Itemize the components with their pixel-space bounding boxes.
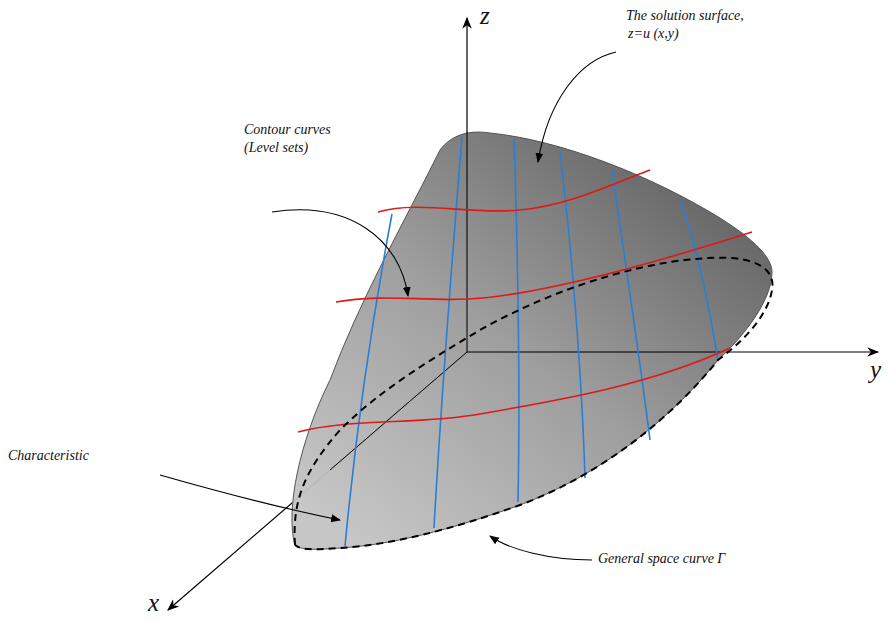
- axis-label: y: [870, 356, 881, 384]
- contour-curves: [298, 170, 752, 432]
- annotation: Characteristic: [8, 448, 89, 464]
- solution-surface: [292, 132, 772, 549]
- leader-line: [538, 52, 616, 162]
- z-axis: [466, 18, 467, 352]
- axis-label: x: [148, 589, 159, 617]
- x-axis-inner: [330, 352, 467, 470]
- leader-line: [160, 475, 340, 520]
- leader-line: [272, 210, 408, 296]
- annotation: General space curve Γ: [598, 551, 725, 567]
- characteristics: [345, 136, 718, 546]
- y-axis: [467, 351, 878, 352]
- y-axis-inner: [467, 352, 720, 353]
- z-axis-inner: [467, 132, 468, 352]
- annotation: Contour curves: [244, 122, 331, 138]
- annotation: The solution surface,: [626, 8, 744, 24]
- space-curve-gamma: [295, 258, 773, 549]
- leader-line: [490, 536, 592, 560]
- axis-label: z: [480, 2, 490, 30]
- annotation: z=u (x,y): [628, 26, 679, 42]
- annotation: (Level sets): [244, 140, 308, 156]
